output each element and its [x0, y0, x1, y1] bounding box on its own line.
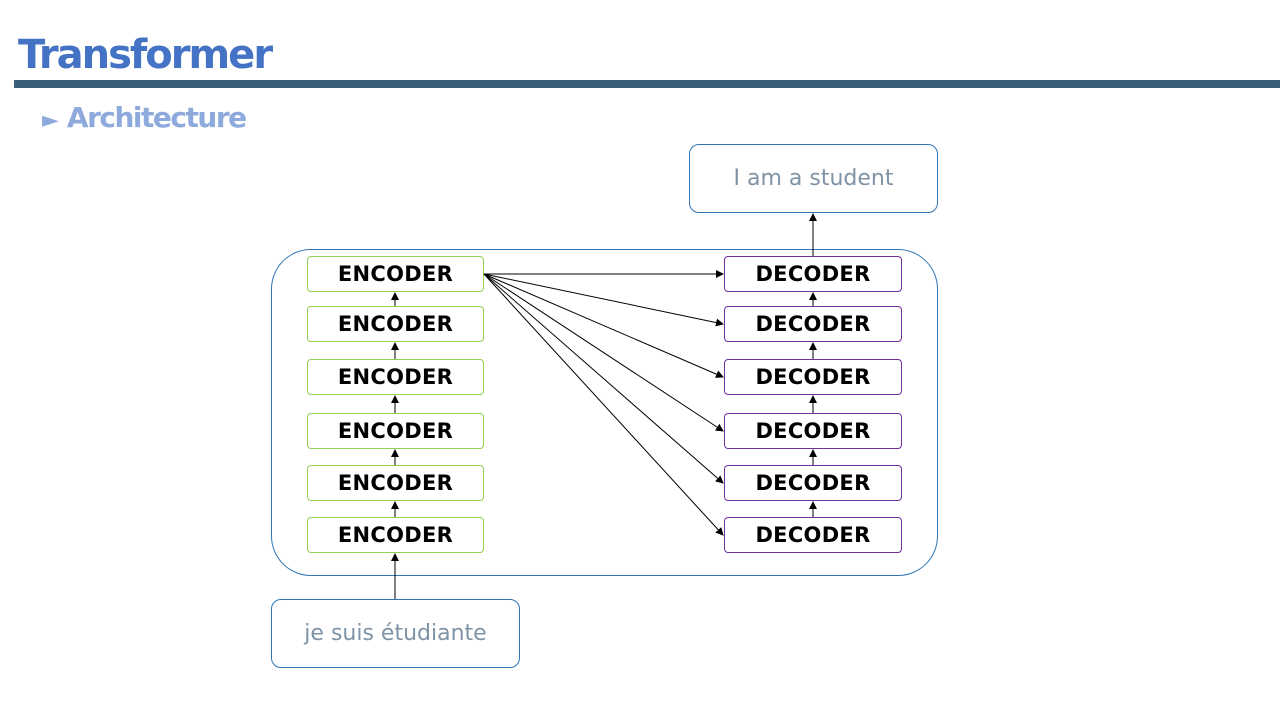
decoder-block-1: DECODER: [724, 517, 902, 553]
output-sentence-box: I am a student: [689, 144, 938, 213]
decoder-block-2: DECODER: [724, 465, 902, 501]
input-sentence-box: je suis étudiante: [271, 599, 520, 668]
arrow-encoder-to-decoder-5: [483, 273, 724, 327]
encoder-block-6: ENCODER: [307, 256, 484, 292]
encoder-block-4: ENCODER: [307, 359, 484, 395]
bullet-triangle-icon: ►: [42, 108, 59, 133]
encoder-block-1: ENCODER: [307, 517, 484, 553]
encoder-block-3: ENCODER: [307, 413, 484, 449]
slide-title: Transformer: [18, 32, 273, 78]
arrow-encoder-to-decoder-2: [483, 273, 724, 484]
arrow-encoder-to-decoder-4: [483, 273, 724, 378]
subtitle-text: Architecture: [66, 101, 247, 134]
encoder-decoder-container: [271, 249, 938, 576]
decoder-block-6: DECODER: [724, 256, 902, 292]
decoder-block-5: DECODER: [724, 306, 902, 342]
decoder-block-4: DECODER: [724, 359, 902, 395]
encoder-block-2: ENCODER: [307, 465, 484, 501]
title-divider: [14, 80, 1280, 88]
arrow-encoder-to-decoder-3: [483, 273, 724, 432]
encoder-block-5: ENCODER: [307, 306, 484, 342]
arrow-encoder-to-decoder-1: [483, 273, 724, 536]
decoder-block-3: DECODER: [724, 413, 902, 449]
slide-subtitle: ► Architecture: [42, 100, 247, 139]
